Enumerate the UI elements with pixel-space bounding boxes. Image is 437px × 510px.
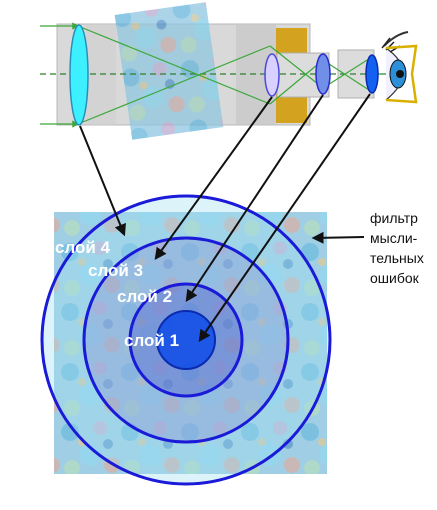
arrow-lens1-to-layer-3: [154, 96, 273, 260]
arrow-eyelens-to-layer-1: [198, 93, 371, 342]
gold-diaphragm-top: [276, 28, 307, 55]
arrow-filter-to-outer-ring: [311, 231, 365, 244]
layer-core-1: [156, 310, 216, 370]
layers-target: слой 4 слой 3 слой 2 слой 1: [40, 194, 332, 486]
pointer-arrows: [79, 93, 371, 342]
light-rays: [40, 22, 392, 128]
filter-label-line-2: мысли-: [370, 230, 418, 246]
layer-label-1: слой 1: [124, 331, 179, 350]
gold-diaphragm-bottom: [276, 94, 307, 123]
objective-lens: [69, 24, 89, 126]
eye-icon: [381, 31, 418, 104]
telescope: [40, 2, 418, 140]
layer-label-4: слой 4: [55, 238, 111, 257]
filter-label: фильтр мысли- тельных ошибок: [370, 210, 424, 286]
eyepiece-lens-2: [315, 53, 331, 95]
layer-label-2: слой 2: [117, 287, 172, 306]
painting-insert: [114, 2, 224, 140]
filter-label-line-1: фильтр: [370, 210, 418, 226]
filter-label-line-4: ошибок: [370, 270, 420, 286]
layer-label-3: слой 3: [88, 261, 143, 280]
eyepiece-lens-1: [264, 53, 280, 97]
eye-lens: [365, 54, 379, 94]
filter-label-line-3: тельных: [370, 250, 424, 266]
arrow-objective-to-layer-4: [79, 125, 126, 237]
arrow-lens2-to-layer-2: [185, 94, 324, 302]
